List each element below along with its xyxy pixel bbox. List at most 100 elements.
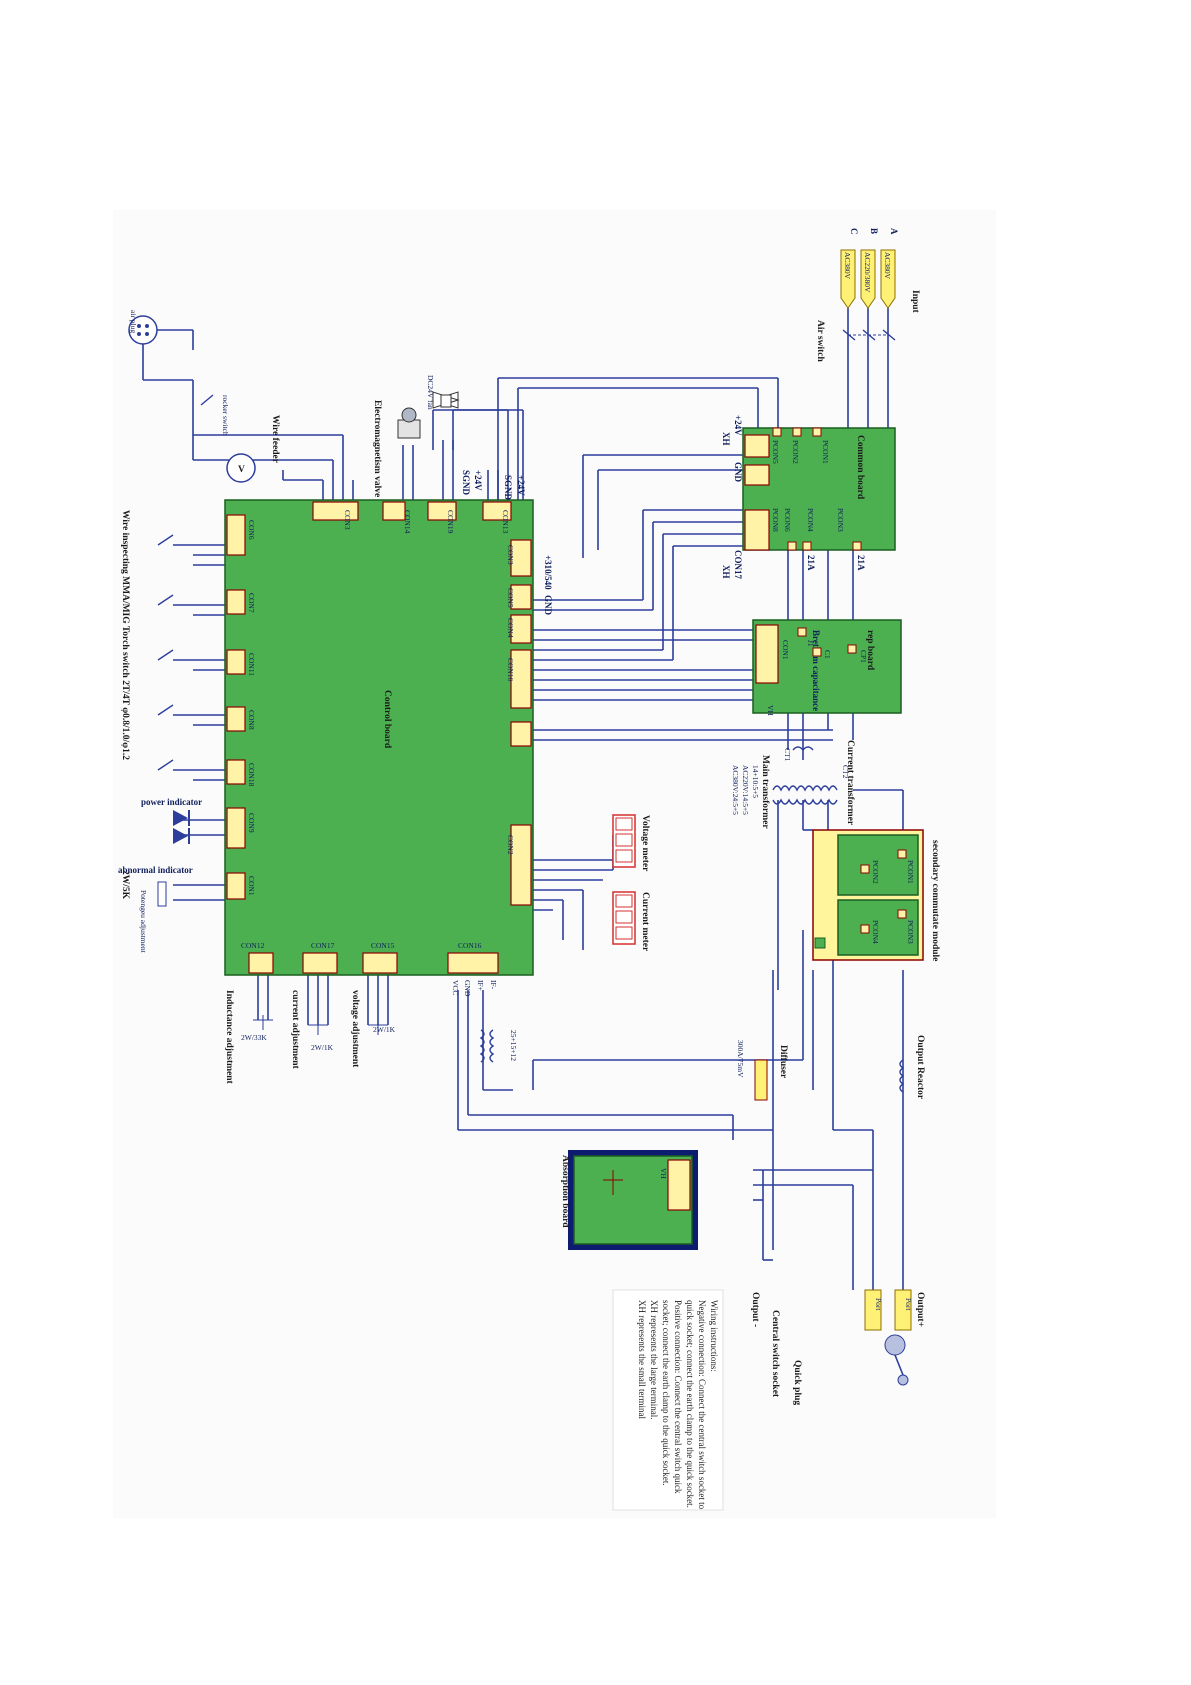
output-minus-terminal[interactable]: Port: [864, 1289, 883, 1331]
con13-label: CON13: [501, 510, 510, 534]
smpcon3-pin[interactable]: [897, 909, 907, 919]
pot-2w5k-label: 2W/5K: [120, 870, 130, 900]
con17b-connector[interactable]: [302, 952, 338, 974]
fan-icon[interactable]: [431, 391, 460, 409]
smpcon1-pin[interactable]: [897, 849, 907, 859]
current-pot[interactable]: [308, 1020, 328, 1035]
rp-board-sub: Brethom capacitance: [811, 630, 821, 711]
input-terminal-c[interactable]: AC380V: [840, 249, 856, 309]
pcon4-pin[interactable]: [802, 541, 812, 551]
ac-a-label: AC380V: [883, 252, 892, 280]
plus24v-top: +24V: [733, 415, 743, 436]
small-transformer-icon: [479, 1029, 495, 1063]
output-reactor-icon: [899, 1059, 905, 1093]
quick-plug-label: Quick plug: [792, 1360, 802, 1405]
plus310-label: +310/540: [543, 555, 553, 590]
con4-connector[interactable]: [510, 614, 532, 644]
con14-label: CON14: [403, 510, 412, 534]
em-valve-label: Electromagnetism valve: [372, 400, 382, 497]
con19-connector[interactable]: [427, 501, 457, 521]
potentiometer-5k[interactable]: [157, 881, 167, 907]
con16-connector[interactable]: [447, 952, 499, 974]
con6-connector[interactable]: [226, 514, 246, 556]
con12-connector[interactable]: [248, 952, 274, 974]
voltage-pot[interactable]: [368, 1020, 388, 1035]
wiring-notes: Wiring instructions: Negative connection…: [612, 1289, 724, 1511]
con17b-label: CON17: [311, 941, 335, 950]
rp-board-title: rep board: [865, 630, 875, 671]
torch-switch[interactable]: [157, 594, 193, 606]
module-terminal[interactable]: [814, 937, 826, 949]
rp-con1-label: CON1: [781, 640, 790, 660]
wire-feeder-label: Wire feeder: [270, 415, 280, 464]
pcon6-label: PCON6: [783, 508, 792, 532]
con15-label: CON15: [371, 941, 395, 950]
central-switch-socket-icon[interactable]: [884, 1334, 906, 1356]
rp-board-con1[interactable]: [755, 624, 779, 684]
mt-spec2: AC220V:14:5+5: [741, 765, 750, 815]
j1-label: J1: [806, 640, 815, 647]
con8-connector[interactable]: [226, 706, 246, 732]
pcon5-pin[interactable]: [772, 427, 782, 437]
wire-size-switch-b[interactable]: [157, 759, 193, 771]
fan-label: DC24V fan: [426, 375, 435, 410]
air-switch[interactable]: [842, 329, 896, 341]
pcon3-label: PCON3: [836, 508, 845, 532]
pcon2-pin[interactable]: [792, 427, 802, 437]
transformers: Current transformer CT1 CT2 Main transfo…: [731, 740, 855, 829]
con5-connector[interactable]: [510, 584, 532, 610]
con13-connector[interactable]: [482, 501, 512, 521]
pcon6-pin[interactable]: [787, 541, 797, 551]
con3-label: CON3: [343, 510, 352, 530]
valve-icon[interactable]: [397, 407, 421, 439]
wire-inspect-switch-1[interactable]: [157, 534, 193, 546]
con18-connector[interactable]: [226, 759, 246, 785]
con5b-connector[interactable]: [510, 721, 532, 747]
rocker-switch-icon[interactable]: [200, 394, 214, 406]
con19-label: CON19: [446, 510, 455, 534]
con14-connector[interactable]: [382, 501, 406, 521]
secondary-board-2: [837, 899, 919, 956]
con16-label: CON16: [458, 941, 482, 950]
port-plus-label: Port: [904, 1298, 913, 1311]
common-board-con1[interactable]: [744, 434, 770, 458]
j1-pin[interactable]: [797, 627, 807, 637]
common-board-con17[interactable]: [744, 509, 770, 551]
con7-connector[interactable]: [226, 589, 246, 615]
con1-label: CON1: [247, 876, 256, 896]
output-plus-terminal[interactable]: Port: [894, 1289, 913, 1331]
con9-connector[interactable]: [226, 807, 246, 849]
con15-connector[interactable]: [362, 952, 398, 974]
pot-2w33k-label: 2W/33K: [241, 1033, 267, 1042]
ac-c-label: AC380V: [843, 252, 852, 280]
wire-feeder-motor-icon[interactable]: [226, 453, 256, 483]
common-board-con2[interactable]: [744, 464, 770, 486]
mode-2t4t-switch[interactable]: [157, 649, 193, 661]
con3r-connector[interactable]: [510, 539, 532, 577]
pcon1-pin[interactable]: [812, 427, 822, 437]
left-switches: Wire inspecting MMA/MIG Torch switch 2T/…: [118, 510, 202, 954]
air-plug-icon[interactable]: [128, 315, 158, 345]
con1-connector[interactable]: [226, 872, 246, 900]
absorption-con1[interactable]: [667, 1159, 691, 1211]
con10-connector[interactable]: [510, 649, 532, 709]
input-terminal-b[interactable]: AC220/380V: [860, 249, 876, 309]
pcon3-pin[interactable]: [852, 541, 862, 551]
con3-connector[interactable]: [312, 501, 359, 521]
smpcon2-pin[interactable]: [860, 864, 870, 874]
smpcon1-label: PCON1: [906, 860, 915, 884]
output-plus-label: Output+: [915, 1292, 925, 1327]
vcc-bot-label: VCC: [451, 980, 460, 995]
cp1-label: CP1: [859, 650, 868, 663]
control-board-label: Control board: [382, 690, 392, 749]
cp1-pin[interactable]: [847, 644, 857, 654]
wire-size-switch-a[interactable]: [157, 704, 193, 716]
con2-connector[interactable]: [510, 824, 532, 906]
inductance-pot[interactable]: [253, 1015, 273, 1030]
plus24v-b-label: +24V: [516, 475, 526, 496]
smpcon4-pin[interactable]: [860, 924, 870, 934]
con11-connector[interactable]: [226, 649, 246, 675]
input-terminal-a[interactable]: AC380V: [880, 249, 896, 309]
quick-plug-icon[interactable]: [897, 1374, 909, 1386]
c1-pin[interactable]: [812, 647, 822, 657]
